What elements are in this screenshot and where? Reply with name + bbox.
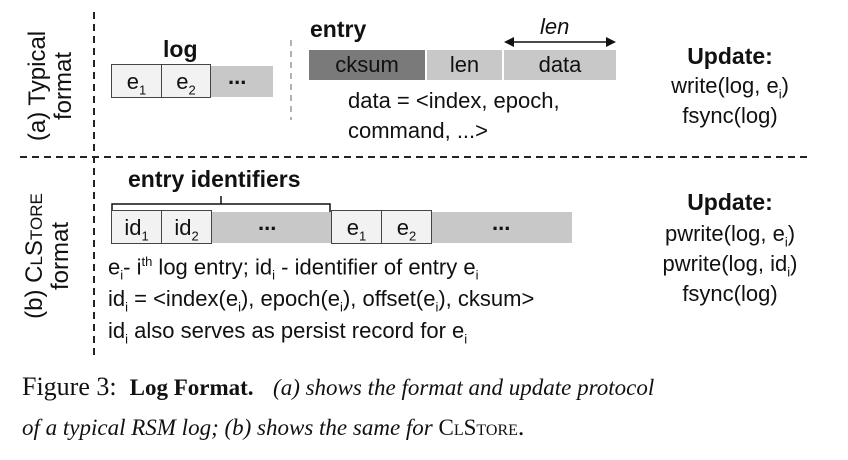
panel-b-update-line2: pwrite(log, idi) — [662, 251, 798, 280]
len-field: len — [427, 50, 502, 80]
data-definition-line2: command, ...> — [348, 118, 489, 143]
len-arrow-left-head — [504, 37, 514, 47]
entry-cell-e1: e1 — [331, 210, 382, 244]
side-label-line2: format — [47, 222, 74, 291]
panel-b-update-line3: fsync(log) — [682, 281, 778, 306]
definition-line1: ei- ith log entry; idi - identifier of e… — [108, 254, 479, 283]
definition-line2: idi = <index(ei), epoch(ei), offset(ei),… — [108, 286, 535, 315]
figure-caption-line1: Figure 3: Log Format. (a) shows the form… — [22, 372, 655, 401]
entry-cell-e2: e2 — [381, 210, 432, 244]
side-label-line1: (a) Typical — [24, 30, 51, 142]
id-cell-1: id1 — [111, 210, 162, 244]
panel-b-update-title: Update: — [687, 189, 773, 215]
side-label-line1: (b) ClStore — [21, 193, 48, 319]
entry-remaining — [432, 212, 572, 243]
log-remaining — [211, 66, 273, 97]
log-cell-e1: e1 — [111, 64, 162, 98]
panel-a-update-line2: fsync(log) — [682, 103, 778, 128]
panel-b-update-line1: pwrite(log, ei) — [664, 221, 796, 250]
data-field: data — [504, 50, 616, 80]
panel-a-side-label: (a) Typical format — [24, 21, 77, 151]
id-cell-2: id2 — [161, 210, 212, 244]
len-arrow-right-head — [606, 37, 616, 47]
panel-a-update-line1: write(log, ei) — [671, 73, 789, 102]
panel-a-update-title: Update: — [687, 43, 773, 69]
entry-title: entry — [310, 16, 367, 42]
definition-line3: idi also serves as persist record for ei — [108, 318, 468, 347]
data-definition-line1: data = <index, epoch, — [348, 88, 560, 113]
log-title: log — [163, 36, 198, 62]
entry-identifiers-title: entry identifiers — [128, 166, 301, 192]
log-cell-e2: e2 — [161, 64, 211, 98]
len-arrow-label: len — [540, 14, 570, 39]
entry-ellipsis: ... — [492, 210, 511, 235]
panel-b-side-label: (b) ClStore format — [21, 176, 74, 336]
id-ellipsis: ... — [258, 210, 277, 235]
figure-caption-line2: of a typical RSM log; (b) shows the same… — [22, 412, 525, 441]
side-label-line2: format — [50, 52, 77, 121]
cksum-field: cksum — [309, 50, 425, 80]
identifiers-bracket — [111, 196, 331, 212]
log-ellipsis: ... — [228, 64, 247, 89]
id-remaining — [212, 212, 332, 243]
